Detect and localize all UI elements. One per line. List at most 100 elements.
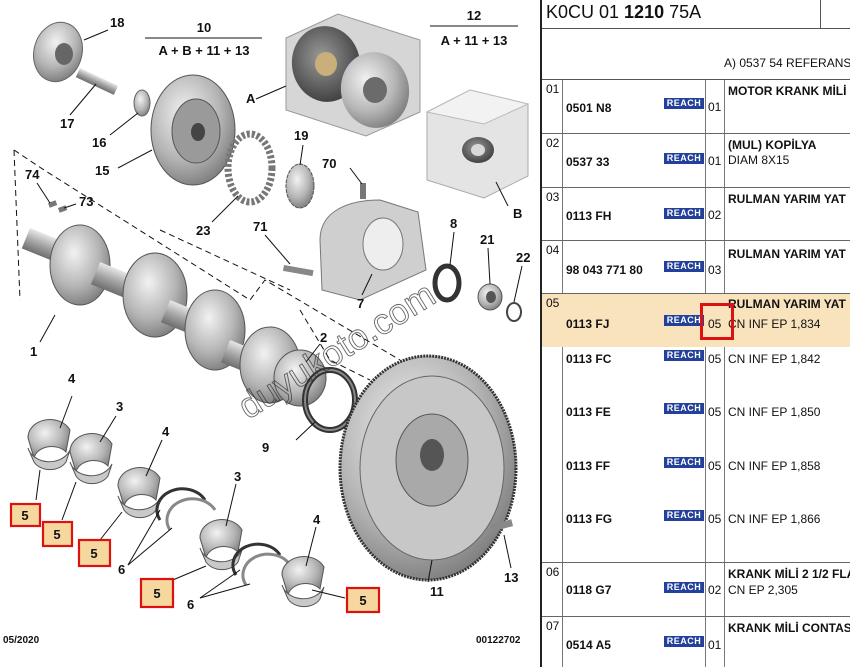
- callout-13: 13: [504, 570, 518, 585]
- group-12-number: 12: [467, 8, 481, 23]
- part-callouts: 18 17 16 15 19 23 70 74 73 71 8 21 22 7 …: [25, 15, 530, 612]
- quantity-highlight-marker: [700, 303, 734, 340]
- qty-box-4: 5: [139, 577, 175, 609]
- label-A: A: [246, 91, 256, 106]
- part-number[interactable]: 0501 N8: [566, 101, 612, 115]
- group-label-12: 12 A + 11 + 13: [430, 8, 518, 48]
- part-number[interactable]: 0113 FC: [566, 352, 612, 366]
- callout-71: 71: [253, 219, 267, 234]
- parts-row-05-selected[interactable]: 05 0113 FJ REACH 05 RULMAN YARIM YAT CN …: [542, 294, 850, 347]
- callout-74: 74: [25, 167, 40, 182]
- callout-16: 16: [92, 135, 106, 150]
- group-12-formula: A + 11 + 13: [441, 33, 508, 48]
- callout-18: 18: [110, 15, 124, 30]
- specification: CN INF EP 1,850: [728, 405, 821, 419]
- diagram-date: 05/2020: [3, 635, 40, 646]
- qty-box-3-value: 5: [90, 546, 97, 561]
- description: RULMAN YARIM YAT: [728, 192, 846, 206]
- release-bearing-box-image: [425, 89, 530, 199]
- reach-badge: REACH: [664, 457, 704, 468]
- parts-row-03[interactable]: 03 0113 FH REACH 02 RULMAN YARIM YAT: [542, 188, 850, 241]
- part-number[interactable]: 0113 FF: [566, 459, 611, 473]
- callout-22: 22: [516, 250, 530, 265]
- reference-note: A) 0537 54 REFERANS: [724, 56, 850, 70]
- qty-box-3: 5: [77, 538, 112, 568]
- parts-row-05c[interactable]: 0113 FE REACH 05 CN INF EP 1,850: [542, 400, 850, 453]
- catalog-code-prefix: K0CU 01: [546, 2, 625, 22]
- group-10-number: 10: [197, 20, 211, 35]
- reach-badge: REACH: [664, 261, 704, 272]
- callout-4c: 4: [313, 512, 321, 527]
- part-number[interactable]: 0113 FH: [566, 209, 612, 223]
- reach-badge: REACH: [664, 98, 704, 109]
- specification: CN INF EP 1,858: [728, 459, 821, 473]
- flywheel-image: [338, 354, 518, 582]
- description: RULMAN YARIM YAT: [728, 247, 846, 261]
- quantity: 05: [708, 459, 722, 473]
- group-label-10: 10 A + B + 11 + 13: [145, 20, 262, 58]
- callout-1: 1: [30, 344, 37, 359]
- catalog-code-suffix: 75A: [664, 2, 702, 22]
- part-number[interactable]: 98 043 771 80: [566, 263, 643, 277]
- callout-3b: 3: [234, 469, 241, 484]
- reach-badge: REACH: [664, 403, 704, 414]
- reach-badge: REACH: [664, 153, 704, 164]
- part-number[interactable]: 0118 G7: [566, 583, 612, 597]
- parts-row-06[interactable]: 06 0118 G7 REACH 02 KRANK MİLİ 2 1/2 FLA…: [542, 563, 850, 617]
- parts-row-01[interactable]: 01 0501 N8 REACH 01 MOTOR KRANK MİLİ: [542, 80, 850, 134]
- part-number[interactable]: 0113 FJ: [566, 317, 610, 331]
- quantity: 02: [708, 208, 722, 222]
- callout-23: 23: [196, 223, 210, 238]
- quantity: 01: [708, 638, 722, 652]
- quantity: 05: [708, 317, 722, 331]
- callout-8: 8: [450, 216, 457, 231]
- specification: CN EP 2,305: [728, 583, 798, 597]
- reach-badge: REACH: [664, 636, 704, 647]
- diagram-id: 00122702: [476, 635, 521, 646]
- qty-box-4-value: 5: [153, 586, 160, 601]
- parts-row-07[interactable]: 07 0514 A5 REACH 01 KRANK MİLİ CONTAS: [542, 617, 850, 667]
- part-number[interactable]: 0113 FE: [566, 405, 611, 419]
- callout-4b: 4: [162, 424, 170, 439]
- reach-badge: REACH: [664, 315, 704, 326]
- reach-badge: REACH: [664, 510, 704, 521]
- quantity: 02: [708, 583, 722, 597]
- specification: CN INF EP 1,842: [728, 352, 821, 366]
- row-index: 07: [546, 619, 560, 633]
- catalog-code: K0CU 01 1210 75A: [546, 2, 701, 23]
- row-index: 02: [546, 136, 560, 150]
- label-B: B: [513, 206, 522, 221]
- reach-badge: REACH: [664, 208, 704, 219]
- callout-21: 21: [480, 232, 494, 247]
- parts-row-02[interactable]: 02 0537 33 REACH 01 (MUL) KOPİLYA DIAM 8…: [542, 134, 850, 188]
- part-number[interactable]: 0537 33: [566, 155, 610, 169]
- qty-box-2: 5: [41, 520, 74, 548]
- callout-6b: 6: [187, 597, 194, 612]
- group-10-formula: A + B + 11 + 13: [159, 43, 250, 58]
- clutch-kit-image: [285, 13, 421, 137]
- specification: CN INF EP 1,866: [728, 512, 821, 526]
- crankshaft-image: [21, 224, 327, 407]
- parts-row-05b[interactable]: 0113 FC REACH 05 CN INF EP 1,842: [542, 347, 850, 400]
- callout-15: 15: [95, 163, 109, 178]
- specification: DIAM 8X15: [728, 153, 790, 167]
- parts-list-panel: K0CU 01 1210 75A A) 0537 54 REFERANS 01 …: [540, 0, 850, 667]
- parts-row-05d[interactable]: 0113 FF REACH 05 CN INF EP 1,858: [542, 453, 850, 506]
- description: KRANK MİLİ CONTAS: [728, 621, 850, 635]
- catalog-code-bold: 1210: [624, 2, 665, 22]
- row-index: 06: [546, 565, 560, 579]
- quantity: 05: [708, 405, 722, 419]
- quantity: 03: [708, 263, 722, 277]
- qty-box-5: 5: [345, 586, 381, 614]
- parts-row-05e[interactable]: 0113 FG REACH 05 CN INF EP 1,866: [542, 506, 850, 563]
- part-number[interactable]: 0514 A5: [566, 638, 611, 652]
- qty-box-2-value: 5: [53, 527, 60, 542]
- row-index: 03: [546, 190, 560, 204]
- description: (MUL) KOPİLYA: [728, 138, 817, 152]
- quantity: 01: [708, 100, 722, 114]
- parts-row-04[interactable]: 04 98 043 771 80 REACH 03 RULMAN YARIM Y…: [542, 241, 850, 294]
- row-index: 05: [546, 296, 560, 310]
- callout-9: 9: [262, 440, 269, 455]
- part-number[interactable]: 0113 FG: [566, 512, 613, 526]
- qty-box-1-value: 5: [21, 508, 28, 523]
